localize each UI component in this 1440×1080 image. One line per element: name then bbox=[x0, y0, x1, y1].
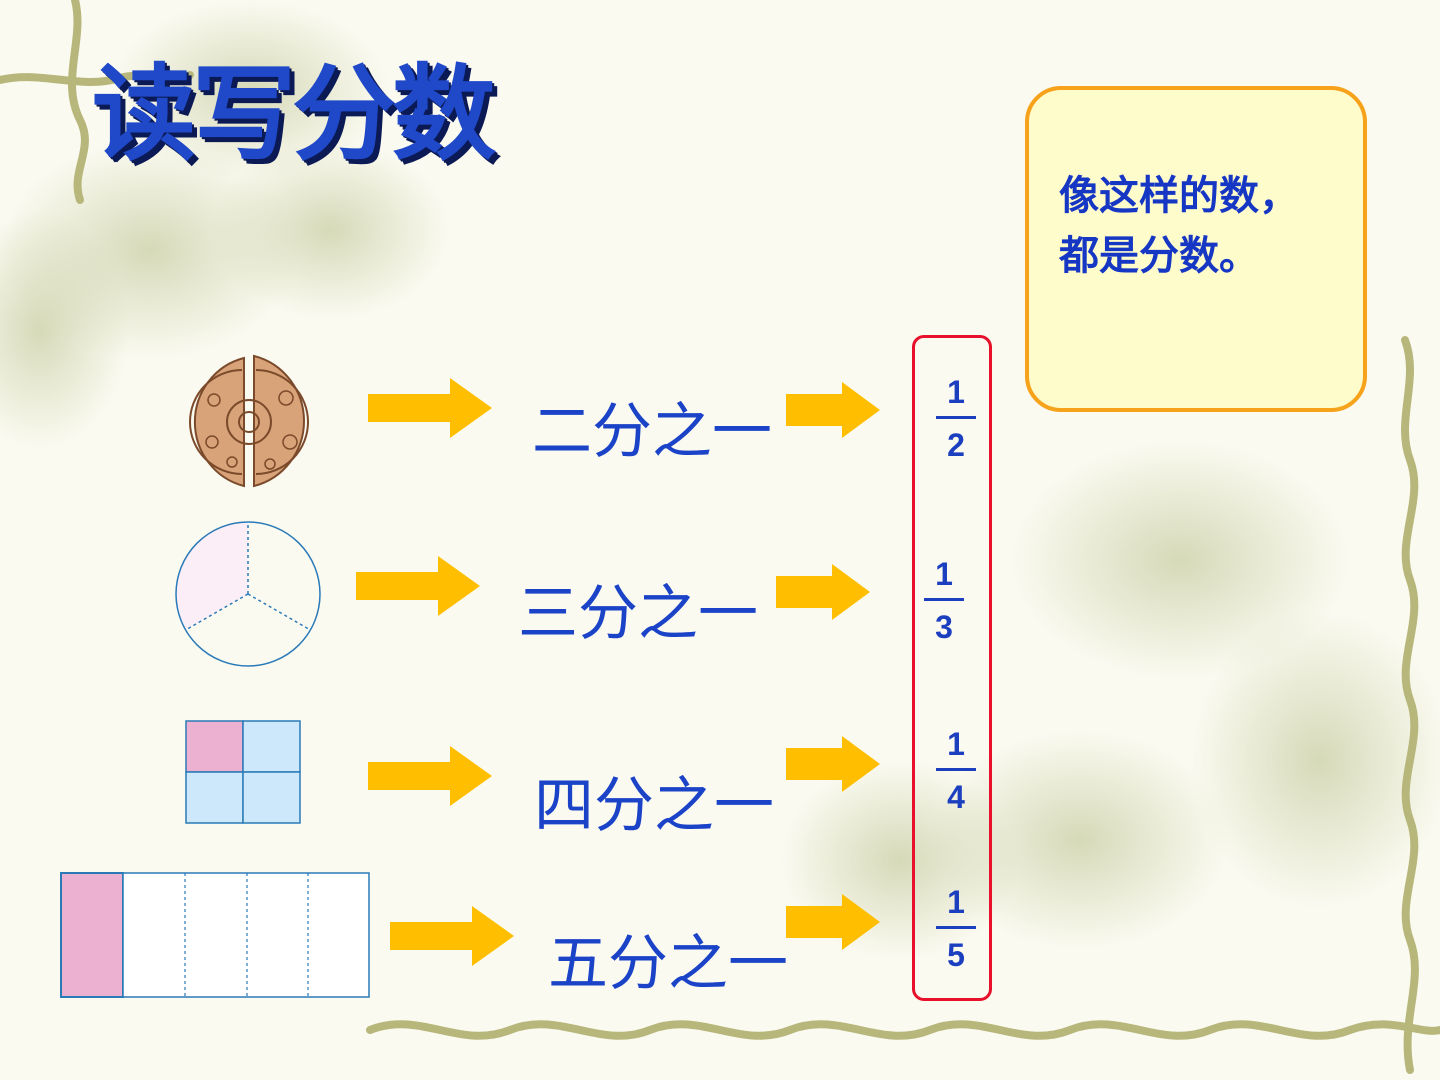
fraction-reading-quarter: 四分之一 bbox=[534, 771, 774, 841]
arrow-icon bbox=[368, 378, 492, 438]
numerator: 1 bbox=[936, 376, 976, 419]
fraction-reading-half: 二分之一 bbox=[532, 397, 772, 467]
split-cake-icon bbox=[189, 354, 309, 488]
page-title: 读写分数 bbox=[92, 53, 496, 175]
rectangle-fifths-icon bbox=[60, 872, 370, 998]
callout-text: 像这样的数， 都是分数。 bbox=[1059, 166, 1359, 286]
fraction-one-fifth: 1 5 bbox=[936, 886, 976, 971]
denominator: 5 bbox=[947, 937, 965, 973]
fraction-one-quarter: 1 4 bbox=[936, 728, 976, 813]
square-quarters-icon bbox=[185, 720, 301, 824]
denominator: 4 bbox=[947, 779, 965, 815]
fraction-one-half: 1 2 bbox=[936, 376, 976, 461]
arrow-icon bbox=[356, 556, 480, 616]
numerator: 1 bbox=[936, 728, 976, 771]
arrow-icon bbox=[776, 564, 870, 620]
arrow-icon bbox=[786, 894, 880, 950]
numerator: 1 bbox=[936, 886, 976, 929]
arrow-icon bbox=[368, 746, 492, 806]
fraction-reading-third: 三分之一 bbox=[518, 579, 758, 649]
denominator: 3 bbox=[935, 609, 953, 645]
arrow-icon bbox=[786, 736, 880, 792]
circle-thirds-icon bbox=[175, 521, 321, 667]
callout-line-2: 都是分数。 bbox=[1059, 232, 1259, 279]
callout-line-1: 像这样的数， bbox=[1059, 172, 1299, 219]
fraction-reading-fifth: 五分之一 bbox=[548, 929, 788, 999]
denominator: 2 bbox=[947, 427, 965, 463]
fraction-one-third: 1 3 bbox=[924, 558, 964, 643]
arrow-icon bbox=[786, 382, 880, 438]
fractions-highlight-box bbox=[912, 335, 992, 1001]
definition-callout: 像这样的数， 都是分数。 bbox=[1025, 86, 1367, 412]
numerator: 1 bbox=[924, 558, 964, 601]
arrow-icon bbox=[390, 906, 514, 966]
